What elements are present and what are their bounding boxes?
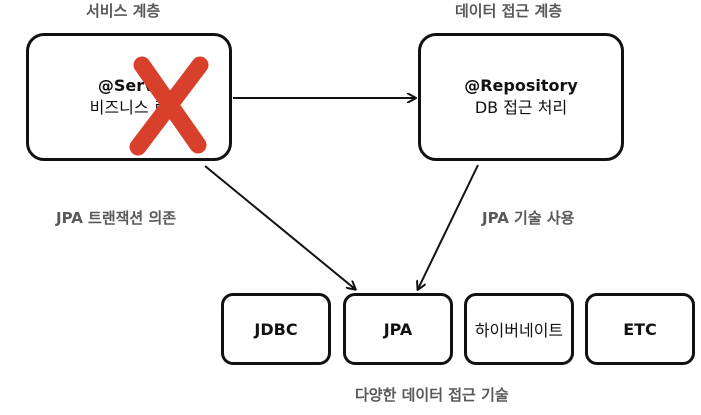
data-access-layer-label: 데이터 접근 계층 bbox=[455, 2, 563, 20]
service-box-desc: 비즈니스 로 bbox=[89, 98, 169, 117]
tech-box-jdbc: JDBC bbox=[221, 293, 331, 365]
tech-box-hibernate: 하이버네이트 bbox=[464, 293, 574, 365]
repository-box-desc: DB 접근 처리 bbox=[474, 98, 568, 117]
tech-box-jpa: JPA bbox=[343, 293, 453, 365]
red-x-mark-icon bbox=[129, 56, 209, 156]
repository-box: @Repository DB 접근 처리 bbox=[418, 33, 624, 161]
service-box: @Servi 비즈니스 로 bbox=[26, 33, 232, 161]
tech-box-etc: ETC bbox=[585, 293, 695, 365]
jpa-tech-use-label: JPA 기술 사용 bbox=[482, 209, 575, 227]
service-layer-label: 서비스 계층 bbox=[86, 2, 161, 20]
jpa-transaction-label: JPA 트랜잭션 의존 bbox=[56, 209, 177, 227]
repository-box-title: @Repository bbox=[464, 76, 578, 95]
service-to-jpa-arrow bbox=[204, 165, 355, 289]
data-access-tech-label: 다양한 데이터 접근 기술 bbox=[355, 386, 509, 404]
repository-to-jpa-arrow bbox=[418, 164, 479, 289]
